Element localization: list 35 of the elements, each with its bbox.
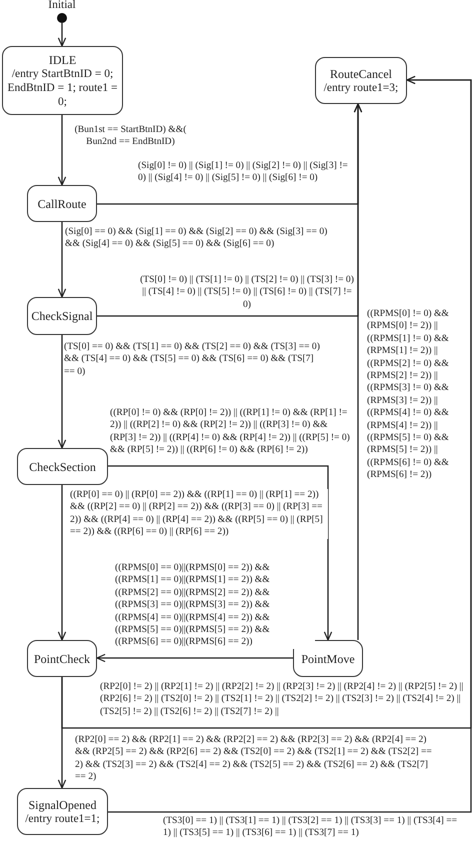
entry-action: /entry StartBtnID = 0; EndBtnID = 1; route1 = 0; <box>7 66 118 108</box>
transition-arrow <box>96 654 293 662</box>
edge-label: ((RP[0] == 0) || (RP[0] == 2)) && ((RP[1] == 0) || (RP[1] == 2)) && ((RP[2] == 0) || (RP[2] == 2)) && ((RP[3] == 0) || (RP[3] == 2)) && ((RP[4] == 0) || (RP[4] == 2)) && ((RP[5] == 0) || (RP[5] == 2)) && ((RP[6] == 0) || (RP[6] == 2)) <box>70 489 328 539</box>
state-name: PointCheck <box>34 652 90 666</box>
state-box <box>293 640 363 677</box>
transition-arrow <box>58 485 66 641</box>
state-box <box>27 185 97 222</box>
state-caption: Initial <box>47 0 77 11</box>
state-box <box>17 448 108 485</box>
state-name: CheckSignal <box>31 309 93 323</box>
transition-arrow <box>354 103 362 640</box>
edge-label: ((RP[0] != 0) && (RP[0] != 2)) || ((RP[1] != 0) && (RP[1] != 2)) || ((RP[2] != 0) && (RP[2] != 2)) || ((RP[3] != 0) && (RP[3] != 2)) || ((RP[4] != 0) && (RP[4] != 2)) || ((RP[5] != 0) && (RP[5] != 2)) || ((RP[6] != 0) && (RP[6] != 2)) <box>110 407 350 457</box>
entry-action: /entry route1=1; <box>25 812 100 826</box>
state-box <box>27 297 97 335</box>
transition-arrow <box>58 677 66 789</box>
transition-arrow <box>58 23 66 47</box>
state-name: CheckSection <box>29 460 96 474</box>
transition-arrow <box>108 465 332 641</box>
state-box <box>2 46 123 115</box>
state-name: IDLE <box>48 52 76 66</box>
state-box <box>315 57 407 104</box>
initial-state-dot <box>57 13 67 23</box>
transition-arrow <box>58 222 66 298</box>
edge-label: (TS[0] != 0) || (TS[1] != 0) || (TS[2] != 0) || (TS[3] != 0) || (TS[4] != 0) || (TS[5] != 0) || (TS[6] != 0) || (TS[7] != 0) <box>140 274 354 312</box>
state-box <box>27 640 97 677</box>
transition-arrow <box>108 76 472 813</box>
state-name: RouteCancel <box>330 66 392 80</box>
state-name: SignalOpened <box>28 798 96 812</box>
state-box <box>17 788 108 835</box>
state-name: CallRoute <box>38 196 86 210</box>
transition-arrow <box>58 115 66 186</box>
edge-label: ((RPMS[0] == 0)||(RPMS[0] == 2)) && ((RPMS[1] == 0)||(RPMS[1] == 2)) && ((RPMS[2] == 0)||(RPMS[2] == 2)) && ((RPMS[3] == 0)||(RPMS[3] == 2)) && ((RPMS[4] == 0)||(RPMS[4] == 2)) && ((RPMS[5] == 0)||(RPMS[5] == 2)) && ((RPMS[6] == 0)||(RPMS[6] == 2)) <box>115 562 315 649</box>
state-name: PointMove <box>301 652 355 666</box>
transition-arrow <box>58 335 66 449</box>
entry-action: /entry route1=3; <box>324 80 398 94</box>
